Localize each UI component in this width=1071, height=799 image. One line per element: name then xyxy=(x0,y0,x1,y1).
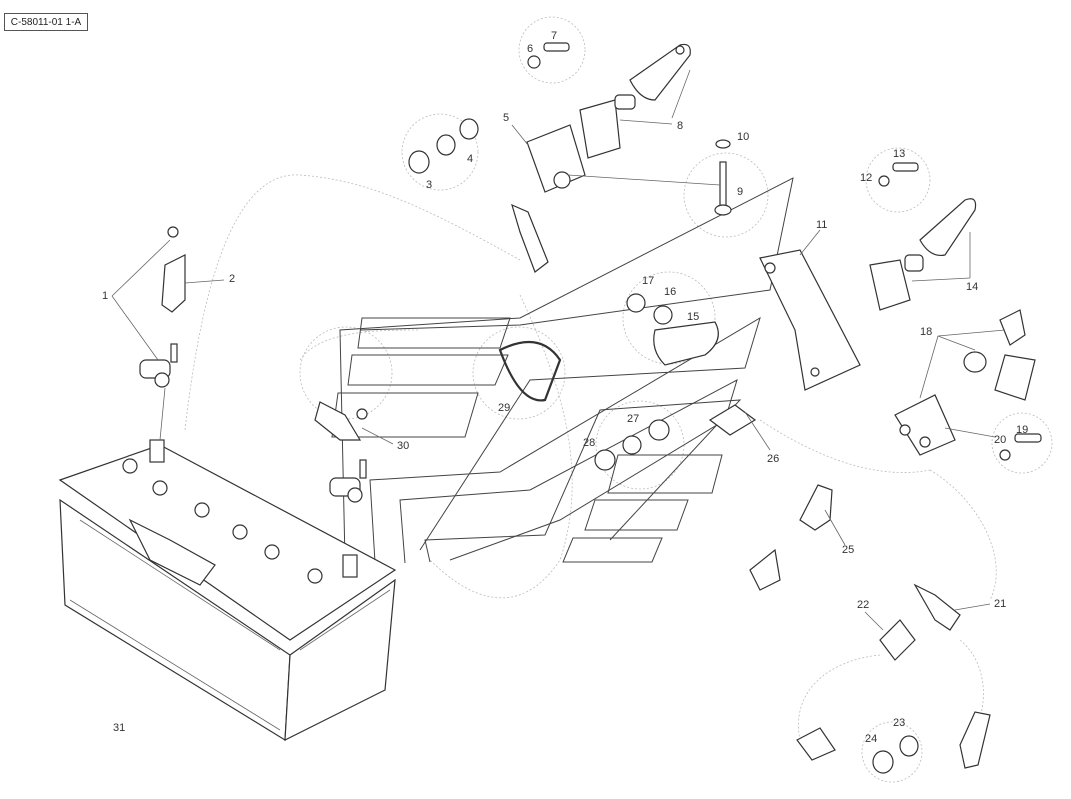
callout-2: 2 xyxy=(229,273,235,285)
callout-14: 14 xyxy=(966,281,978,293)
callout-6: 6 xyxy=(527,43,533,55)
callout-24: 24 xyxy=(865,733,877,745)
drawing-reference-label: C-58011-01 1-A xyxy=(4,13,88,31)
group-circles xyxy=(299,16,1053,783)
connector-cluster xyxy=(894,309,1042,461)
callout-9: 9 xyxy=(737,186,743,198)
callout-4: 4 xyxy=(467,153,473,165)
lugs-and-washers xyxy=(594,404,991,774)
callout-15: 15 xyxy=(687,311,699,323)
callout-20: 20 xyxy=(994,434,1006,446)
callout-31: 31 xyxy=(113,722,125,734)
callout-25: 25 xyxy=(842,544,854,556)
callout-28: 28 xyxy=(583,437,595,449)
callout-18: 18 xyxy=(920,326,932,338)
callout-22: 22 xyxy=(857,599,869,611)
frame-chevron-outline xyxy=(331,177,794,564)
callout-17: 17 xyxy=(642,275,654,287)
callout-7: 7 xyxy=(551,30,557,42)
callout-11: 11 xyxy=(816,219,827,231)
bolt-and-bracket xyxy=(714,139,861,391)
clamp-cluster xyxy=(498,293,719,402)
leader-lines xyxy=(111,69,1006,631)
callout-19: 19 xyxy=(1016,424,1028,436)
callout-13: 13 xyxy=(893,148,905,160)
battery xyxy=(58,439,397,742)
callout-26: 26 xyxy=(767,453,779,465)
fuse-holder-cluster xyxy=(408,42,691,273)
callout-27: 27 xyxy=(627,413,639,425)
callout-29: 29 xyxy=(498,402,510,414)
relay-cluster xyxy=(869,162,977,311)
callout-5: 5 xyxy=(503,112,509,124)
callout-8: 8 xyxy=(677,120,683,132)
callout-21: 21 xyxy=(994,598,1006,610)
cable-routing-lines xyxy=(184,174,997,741)
callout-16: 16 xyxy=(664,286,676,298)
callout-10: 10 xyxy=(737,131,749,143)
callout-labels: 1 2 3 4 5 6 7 8 9 10 11 12 13 14 15 16 1… xyxy=(102,30,1028,745)
callout-12: 12 xyxy=(860,172,872,184)
battery-terminal-clamps xyxy=(139,226,368,503)
callout-1: 1 xyxy=(102,290,108,302)
callout-23: 23 xyxy=(893,717,905,729)
callout-30: 30 xyxy=(397,440,409,452)
callout-3: 3 xyxy=(426,179,432,191)
